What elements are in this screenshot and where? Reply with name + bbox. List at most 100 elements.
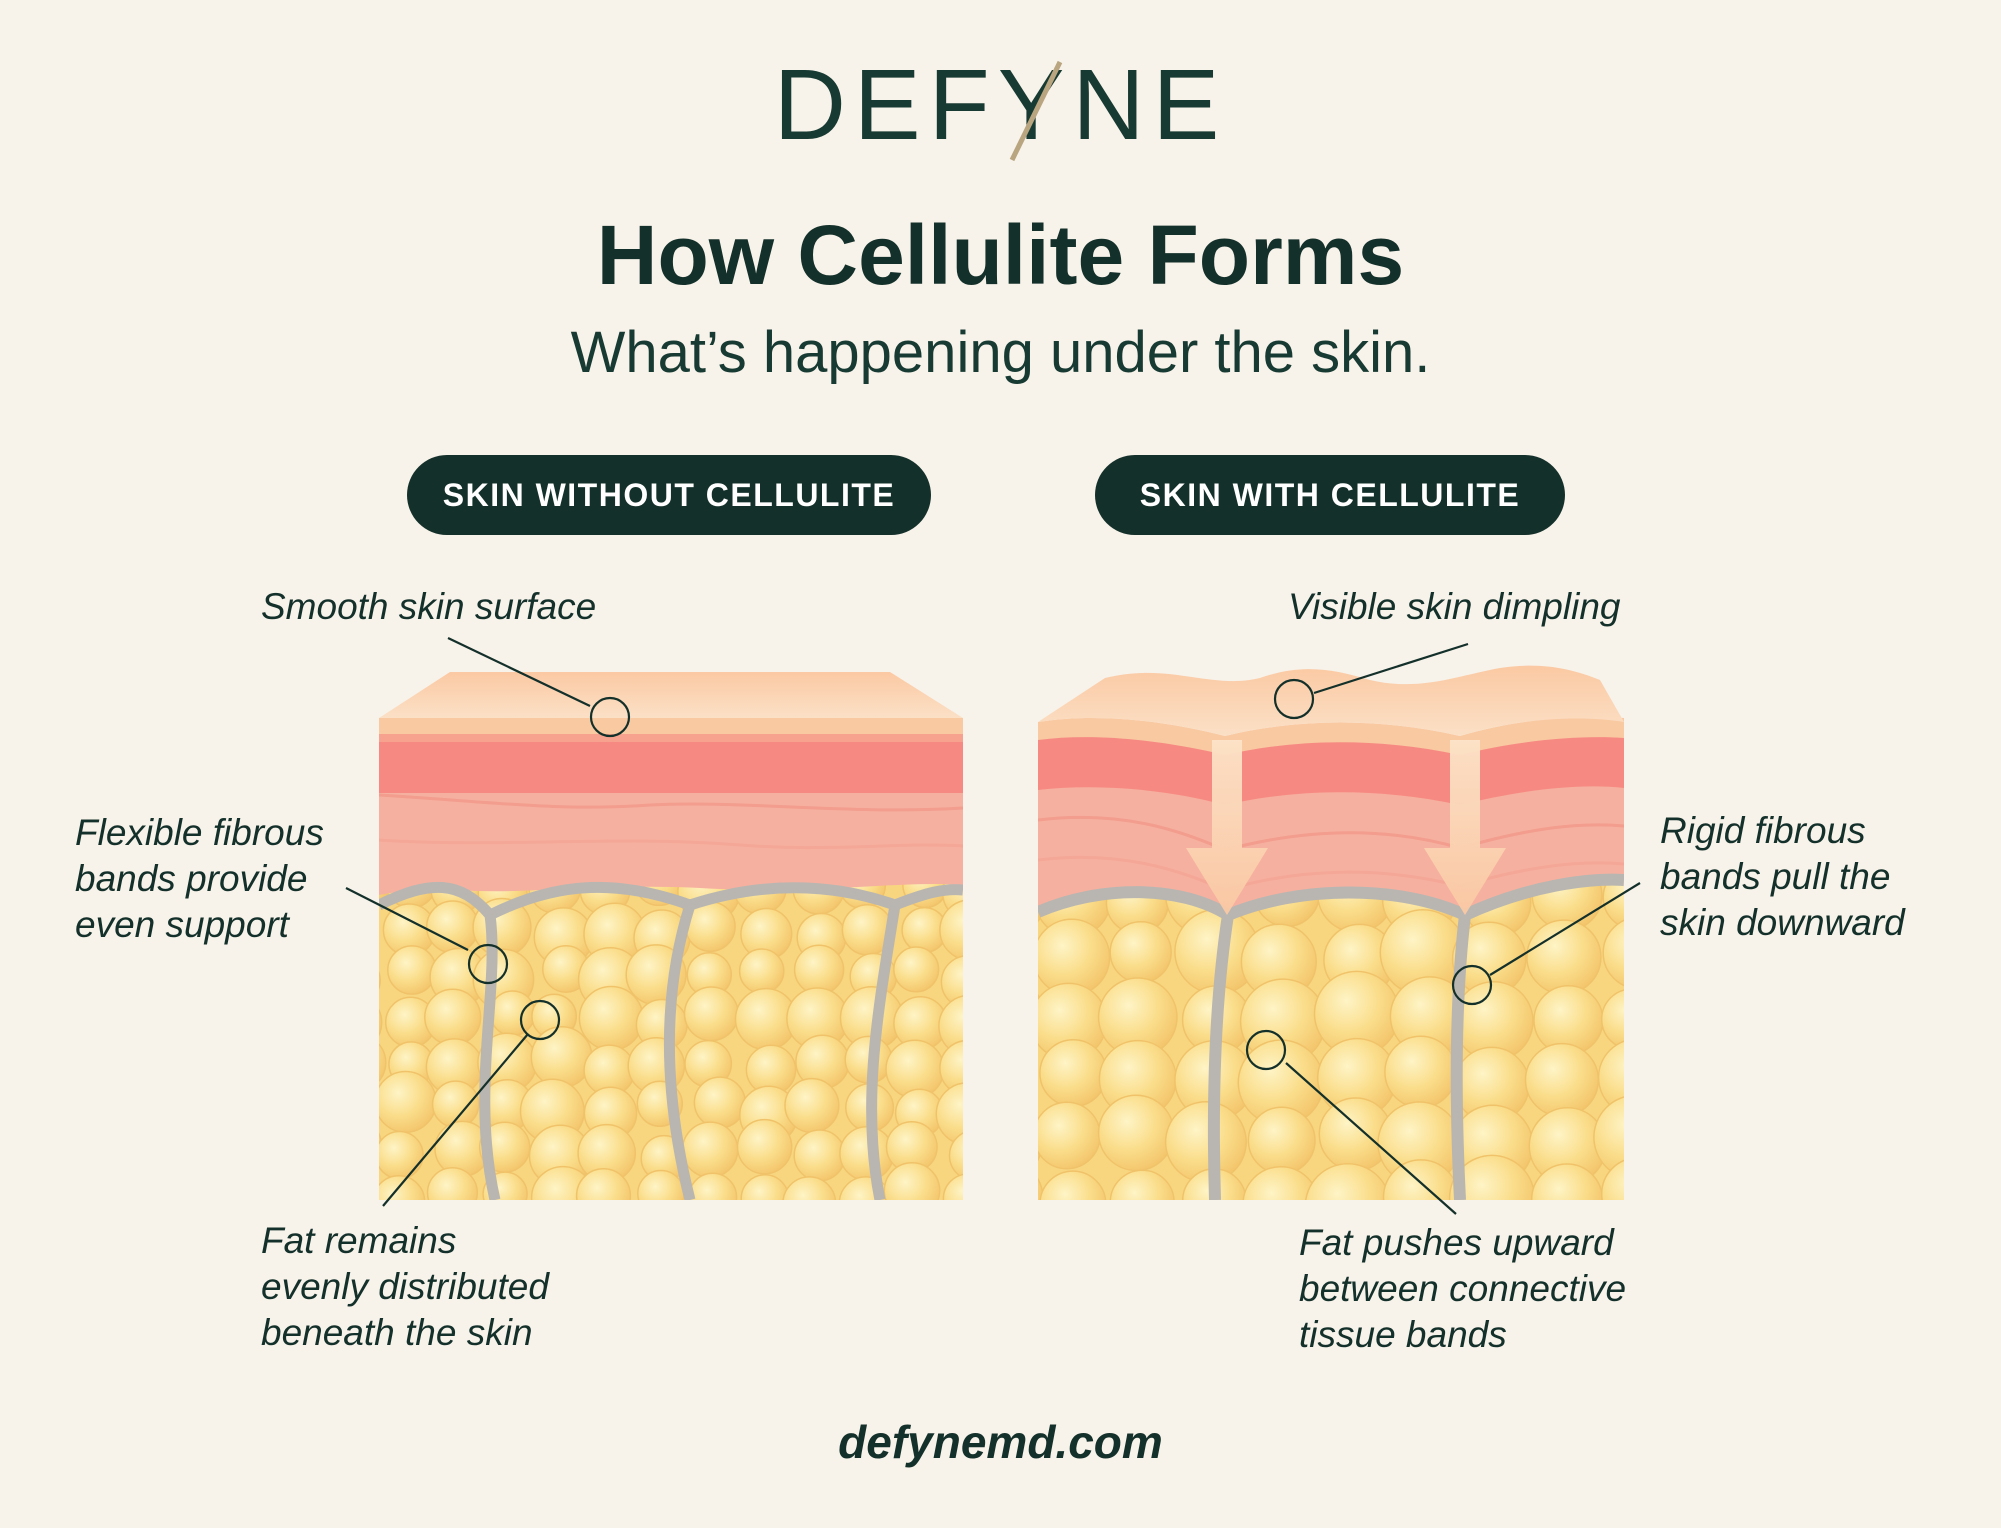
label-line: Fat pushes upward bbox=[1299, 1222, 1614, 1263]
fat-cell bbox=[1593, 1096, 1624, 1179]
fat-cell bbox=[793, 1129, 846, 1182]
fat-cell bbox=[839, 1125, 895, 1182]
fat-cell bbox=[784, 1077, 840, 1134]
fat-cell bbox=[1038, 1101, 1101, 1170]
label-line: Flexible fibrous bbox=[75, 812, 324, 853]
right-skin-block bbox=[968, 716, 1624, 1200]
label-flexible-bands: Flexible fibrous bands provide even supp… bbox=[75, 810, 324, 948]
fat-cell bbox=[740, 1174, 790, 1200]
page-title: How Cellulite Forms bbox=[596, 208, 1405, 302]
fat-cell bbox=[637, 1169, 685, 1200]
fat-cell bbox=[1038, 993, 1043, 1033]
label-fat-even: Fat remains evenly distributed beneath t… bbox=[261, 1218, 549, 1356]
fat-cell bbox=[1109, 1169, 1175, 1200]
fat-cell bbox=[1305, 1162, 1391, 1200]
left-fat-cells bbox=[328, 854, 963, 1200]
badge-with-cellulite: SKIN WITH CELLULITE bbox=[1095, 455, 1565, 535]
left-skin-block bbox=[328, 718, 963, 1200]
fat-cell bbox=[379, 1070, 437, 1134]
fat-cell bbox=[1384, 1035, 1458, 1109]
fat-cell bbox=[1600, 1159, 1624, 1200]
fat-cell bbox=[1242, 1165, 1320, 1200]
left-dermis-upper bbox=[379, 738, 963, 793]
fat-cell bbox=[530, 1026, 593, 1089]
label-rigid-bands: Rigid fibrous bands pull the skin downwa… bbox=[1660, 808, 1905, 946]
badge-without-cellulite: SKIN WITHOUT CELLULITE bbox=[407, 455, 931, 535]
fat-cell bbox=[782, 1176, 837, 1200]
fat-cell bbox=[1038, 862, 1051, 923]
right-skin-top-surface bbox=[1038, 665, 1624, 736]
fat-cell bbox=[948, 1132, 963, 1179]
fat-cell bbox=[489, 990, 536, 1037]
fat-cell bbox=[1526, 919, 1602, 995]
left-skin-top-surface bbox=[379, 672, 963, 718]
label-line: bands pull the bbox=[1660, 856, 1891, 897]
label-line: Rigid fibrous bbox=[1660, 810, 1866, 851]
fat-cell bbox=[379, 1130, 424, 1180]
fat-cell bbox=[1247, 1106, 1316, 1175]
fat-cell bbox=[939, 899, 963, 961]
fat-cell bbox=[328, 1083, 375, 1130]
logo-wordmark: DEFYNE bbox=[773, 49, 1228, 161]
label-line: tissue bands bbox=[1299, 1314, 1507, 1355]
fat-cell bbox=[1039, 1038, 1108, 1108]
fat-cell bbox=[939, 1040, 963, 1096]
fat-cell bbox=[1597, 1040, 1624, 1115]
fat-cell bbox=[1600, 989, 1624, 1050]
fat-cell bbox=[942, 1173, 963, 1200]
fat-cell bbox=[1039, 1170, 1107, 1200]
label-line: beneath the skin bbox=[261, 1312, 533, 1353]
fat-cell bbox=[424, 988, 482, 1046]
left-dermis-lower bbox=[379, 782, 963, 895]
label-line: Fat remains bbox=[261, 1220, 457, 1261]
label-skin-dimpling: Visible skin dimpling bbox=[1288, 586, 1621, 627]
fat-cell bbox=[425, 900, 480, 954]
fat-cell bbox=[693, 1076, 746, 1129]
brand-logo: DEFYNE bbox=[0, 50, 2001, 160]
fat-cell bbox=[328, 906, 377, 955]
label-smooth-surface: Smooth skin surface bbox=[261, 586, 597, 627]
fat-cell bbox=[379, 1008, 383, 1037]
fat-cell bbox=[1602, 919, 1624, 987]
fat-cell bbox=[1109, 920, 1172, 984]
label-line: evenly distributed bbox=[261, 1266, 549, 1307]
fat-cell bbox=[1524, 1042, 1600, 1118]
page-subtitle: What’s happening under the skin. bbox=[570, 320, 1431, 385]
label-line: skin downward bbox=[1660, 902, 1905, 943]
fat-cell bbox=[893, 946, 940, 993]
fat-cell bbox=[973, 930, 1035, 992]
fat-cell bbox=[968, 1052, 1033, 1117]
label-line: even support bbox=[75, 904, 289, 945]
fat-cell bbox=[935, 1082, 963, 1146]
label-line: bands provide bbox=[75, 858, 308, 899]
fat-cell bbox=[387, 945, 437, 995]
fat-cell bbox=[738, 948, 785, 994]
fat-cell bbox=[578, 985, 644, 1051]
fat-cell bbox=[736, 1118, 793, 1175]
fat-cell bbox=[940, 955, 963, 1009]
fat-cell bbox=[683, 986, 739, 1042]
right-down-arrow-1 bbox=[1186, 740, 1268, 915]
fat-cell bbox=[793, 944, 845, 996]
label-fat-pushes: Fat pushes upward between connective tis… bbox=[1299, 1220, 1626, 1358]
left-epidermis bbox=[379, 718, 963, 734]
fat-cell bbox=[575, 1168, 632, 1200]
fat-cell bbox=[938, 995, 963, 1057]
fat-cell bbox=[1038, 1126, 1043, 1162]
fat-cell bbox=[1097, 1094, 1175, 1172]
logo-accent-slash bbox=[1009, 60, 1063, 162]
footer-url[interactable]: defynemd.com bbox=[838, 1416, 1163, 1468]
label-line: between connective bbox=[1299, 1268, 1627, 1309]
right-down-arrow-2 bbox=[1424, 740, 1506, 915]
fat-cell bbox=[681, 1121, 739, 1179]
fat-cell bbox=[379, 971, 381, 990]
fat-cell bbox=[688, 1172, 738, 1200]
fat-cell bbox=[379, 1175, 426, 1200]
fat-cell bbox=[379, 1132, 383, 1161]
callouts bbox=[345, 637, 1641, 1215]
fat-cell bbox=[379, 1043, 387, 1082]
fat-cell bbox=[883, 1162, 941, 1200]
fat-cell bbox=[426, 1167, 479, 1200]
fat-cell bbox=[1038, 1177, 1045, 1200]
